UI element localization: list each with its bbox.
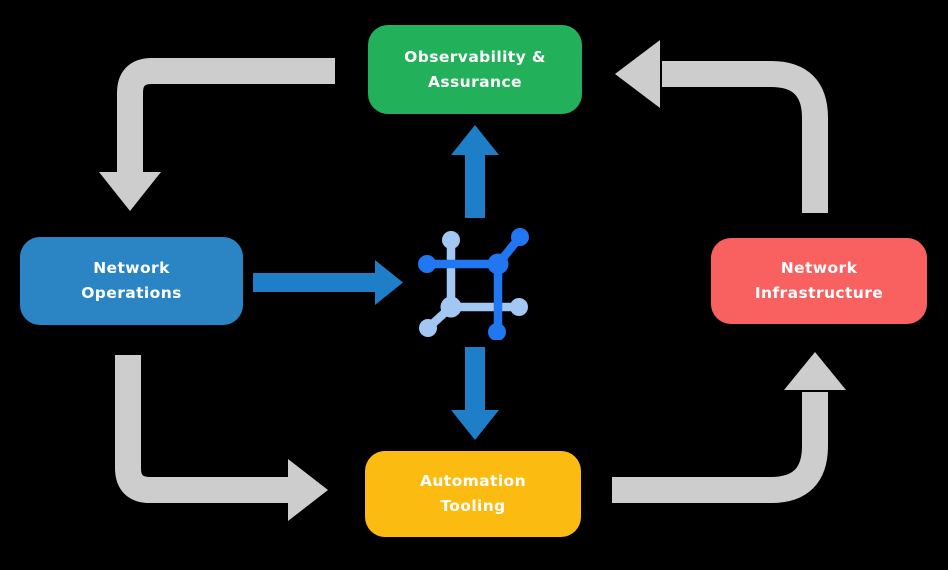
node-network-infrastructure: Network Infrastructure bbox=[711, 238, 927, 324]
arrow-tooling-to-infrastructure bbox=[612, 352, 846, 503]
node-observability-assurance: Observability & Assurance bbox=[368, 25, 582, 114]
node-label-line: Network bbox=[93, 259, 170, 277]
arrow-hub-to-observability bbox=[451, 125, 499, 218]
hub-light-nodes bbox=[419, 231, 528, 337]
node-network-operations: Network Operations bbox=[20, 237, 243, 325]
network-hub-icon bbox=[418, 228, 529, 340]
hub-dark-nodes bbox=[418, 228, 529, 340]
arrow-hub-to-tooling bbox=[451, 347, 499, 440]
arrow-operations-to-hub bbox=[253, 260, 403, 305]
arrow-infrastructure-to-observability bbox=[615, 40, 828, 213]
arrow-observability-to-operations bbox=[99, 58, 335, 211]
node-automation-tooling: Automation Tooling bbox=[365, 451, 581, 537]
node-label-line: Operations bbox=[81, 284, 182, 302]
node-label-line: Automation bbox=[419, 472, 527, 490]
node-label-line: Tooling bbox=[440, 497, 506, 515]
node-label-line: Network bbox=[780, 259, 858, 277]
node-label-line: Observability & bbox=[404, 47, 546, 66]
node-label-line: Assurance bbox=[428, 72, 522, 91]
node-label-line: Infrastructure bbox=[754, 284, 884, 302]
arrow-operations-to-tooling bbox=[115, 355, 328, 521]
